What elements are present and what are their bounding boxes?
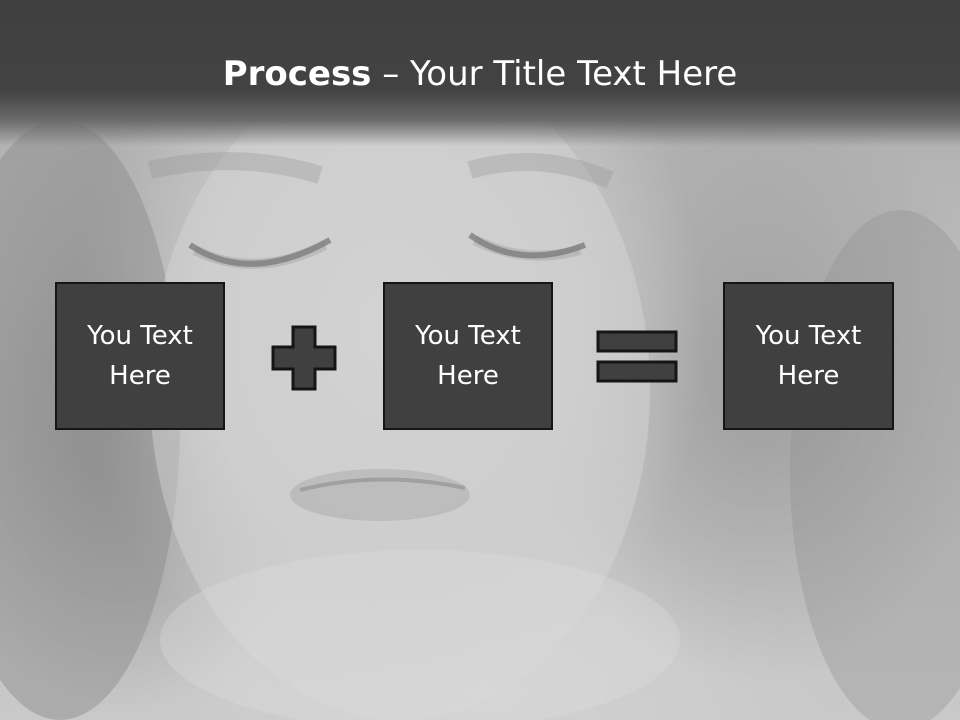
title-text: – Your Title Text Here xyxy=(371,54,738,94)
process-box-3-text: You Text Here xyxy=(755,321,862,391)
process-box-3[interactable]: You Text Here xyxy=(723,282,894,430)
process-box-1[interactable]: You Text Here xyxy=(55,282,225,430)
title-bar xyxy=(0,0,960,146)
process-box-2[interactable]: You Text Here xyxy=(383,282,553,430)
slide-title[interactable]: Process – Your Title Text Here xyxy=(0,52,960,96)
plus-icon xyxy=(271,325,337,391)
process-box-1-text: You Text Here xyxy=(87,321,193,391)
process-box-2-text: You Text Here xyxy=(415,321,521,391)
title-bold: Process xyxy=(222,54,372,94)
equals-icon xyxy=(596,330,678,383)
